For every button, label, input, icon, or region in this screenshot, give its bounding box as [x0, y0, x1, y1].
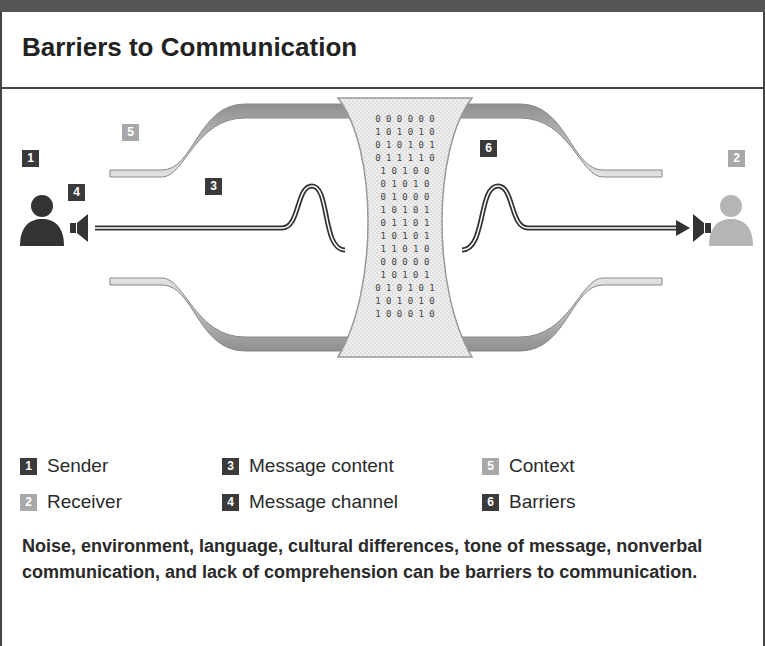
legend-marker: 6 [482, 494, 499, 511]
callout-number: 2 [728, 150, 745, 167]
tube-wall [110, 104, 662, 177]
binary-digits: 0 1 0 0 0 [365, 192, 445, 203]
binary-digits: 1 0 1 0 1 [365, 270, 445, 281]
legend-text: Message channel [249, 491, 398, 513]
frame-line [763, 12, 765, 646]
message-line [95, 186, 690, 250]
legend-text: Context [509, 455, 574, 477]
binary-digits: 0 1 0 1 0 1 [365, 140, 445, 151]
title-rule [0, 87, 765, 89]
frame-line [0, 12, 2, 646]
binary-digits: 0 0 0 0 0 0 [365, 114, 445, 125]
binary-digits: 1 0 1 0 1 0 [365, 127, 445, 138]
binary-digits: 1 0 1 0 1 [365, 231, 445, 242]
legend-marker: 4 [222, 494, 239, 511]
speaker-icon [70, 214, 88, 242]
legend-text: Message content [249, 455, 394, 477]
binary-digits: 1 1 0 1 0 [365, 244, 445, 255]
speaker-icon [693, 214, 711, 242]
legend-marker: 1 [20, 458, 37, 475]
barrier-hourglass [338, 98, 472, 357]
binary-digits: 0 1 1 1 1 0 [365, 153, 445, 164]
title: Barriers to Communication [22, 32, 357, 63]
legend-marker: 3 [222, 458, 239, 475]
legend-text: Receiver [47, 491, 122, 513]
binary-digits: 1 0 1 0 1 [365, 205, 445, 216]
callout-number: 6 [480, 140, 497, 157]
receiver-icon [709, 195, 753, 246]
caption: Noise, environment, language, cultural d… [22, 533, 737, 585]
legend-marker: 5 [482, 458, 499, 475]
legend-text: Barriers [509, 491, 576, 513]
callout-number: 4 [68, 184, 85, 201]
binary-digits: 1 0 1 0 1 0 [365, 296, 445, 307]
binary-digits: 0 1 1 0 1 [365, 218, 445, 229]
binary-digits: 0 1 0 1 0 1 [365, 283, 445, 294]
callout-number: 1 [22, 150, 39, 167]
binary-digits: 1 0 0 0 1 0 [365, 309, 445, 320]
binary-digits: 0 1 0 1 0 [365, 179, 445, 190]
sender-icon [20, 195, 64, 246]
binary-digits: 1 0 1 0 0 [365, 166, 445, 177]
callout-number: 3 [205, 178, 222, 195]
header-band [0, 0, 765, 12]
legend-marker: 2 [20, 494, 37, 511]
callout-number: 5 [122, 124, 139, 141]
binary-digits: 0 0 0 0 0 [365, 257, 445, 268]
legend-text: Sender [47, 455, 108, 477]
